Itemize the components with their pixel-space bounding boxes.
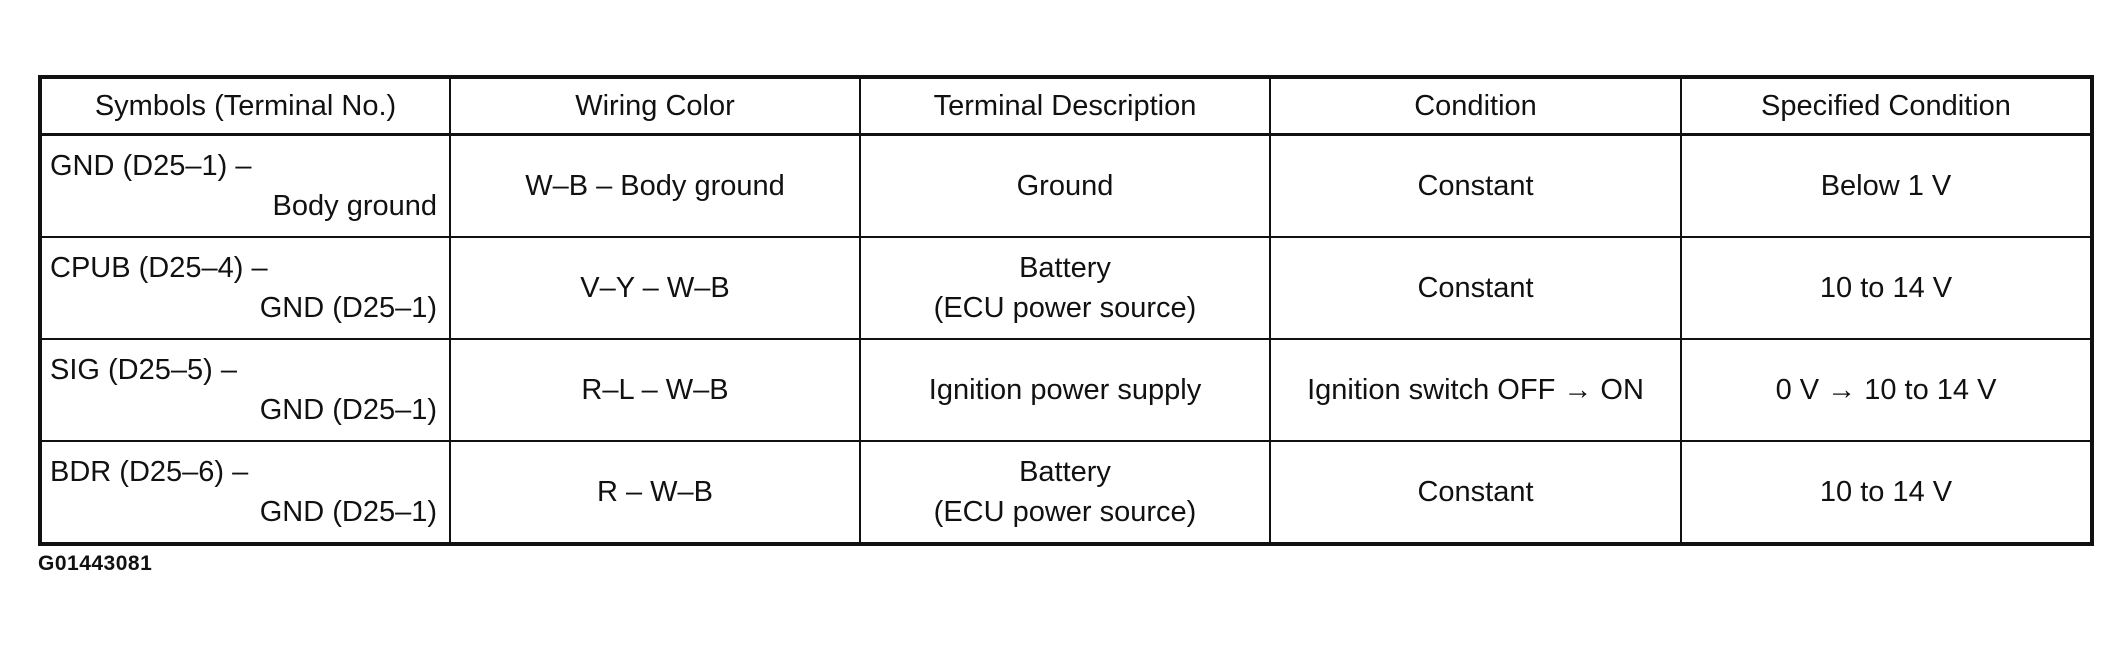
header-symbols: Symbols (Terminal No.) xyxy=(39,76,451,136)
specified-condition-cell: 10 to 14 V xyxy=(1680,440,2093,545)
description-line2: (ECU power source) xyxy=(933,496,1197,528)
symbol-line1: CPUB (D25–4) – xyxy=(50,252,268,284)
description-cell: Battery (ECU power source) xyxy=(859,440,1271,545)
figure-id-label: G01443081 xyxy=(38,552,153,575)
symbol-line2: GND (D25–1) xyxy=(259,292,437,324)
table-header-row: Symbols (Terminal No.) Wiring Color Term… xyxy=(39,76,2093,136)
description-line1: Battery xyxy=(1019,456,1111,488)
header-condition: Condition xyxy=(1269,76,1682,136)
description-cell: Battery (ECU power source) xyxy=(859,236,1271,340)
terminal-specification-table: Symbols (Terminal No.) Wiring Color Term… xyxy=(38,75,2094,546)
symbol-cell: SIG (D25–5) – GND (D25–1) xyxy=(39,338,451,442)
header-wiring-color: Wiring Color xyxy=(449,76,861,136)
description-line2: (ECU power source) xyxy=(933,292,1197,324)
wiring-color-cell: V–Y – W–B xyxy=(449,236,861,340)
header-terminal-description: Terminal Description xyxy=(859,76,1271,136)
description-cell: Ignition power supply xyxy=(859,338,1271,442)
condition-cell: Constant xyxy=(1269,236,1682,340)
description-line1: Battery xyxy=(1019,252,1111,284)
table-row: GND (D25–1) – Body ground W–B – Body gro… xyxy=(39,133,2093,238)
condition-cell: Constant xyxy=(1269,133,1682,238)
symbol-cell: GND (D25–1) – Body ground xyxy=(39,133,451,238)
symbol-line1: BDR (D25–6) – xyxy=(50,456,249,488)
description-line1: Ground xyxy=(1016,170,1114,202)
symbol-line1: GND (D25–1) – xyxy=(50,150,252,182)
description-cell: Ground xyxy=(859,133,1271,238)
specified-condition-cell: Below 1 V xyxy=(1680,133,2093,238)
specified-condition-cell: 10 to 14 V xyxy=(1680,236,2093,340)
header-specified-condition: Specified Condition xyxy=(1680,76,2093,136)
table-row: BDR (D25–6) – GND (D25–1) R – W–B Batter… xyxy=(39,440,2093,545)
table-row: SIG (D25–5) – GND (D25–1) R–L – W–B Igni… xyxy=(39,338,2093,442)
wiring-color-cell: R – W–B xyxy=(449,440,861,545)
wiring-color-cell: W–B – Body ground xyxy=(449,133,861,238)
symbol-line1: SIG (D25–5) – xyxy=(50,354,237,386)
specified-condition-cell: 0 V → 10 to 14 V xyxy=(1680,338,2093,442)
symbol-line2: Body ground xyxy=(272,190,437,222)
condition-cell: Constant xyxy=(1269,440,1682,545)
symbol-line2: GND (D25–1) xyxy=(259,496,437,528)
wiring-color-cell: R–L – W–B xyxy=(449,338,861,442)
symbol-line2: GND (D25–1) xyxy=(259,394,437,426)
description-line1: Ignition power supply xyxy=(928,374,1202,406)
condition-cell: Ignition switch OFF → ON xyxy=(1269,338,1682,442)
symbol-cell: CPUB (D25–4) – GND (D25–1) xyxy=(39,236,451,340)
table-row: CPUB (D25–4) – GND (D25–1) V–Y – W–B Bat… xyxy=(39,236,2093,340)
symbol-cell: BDR (D25–6) – GND (D25–1) xyxy=(39,440,451,545)
